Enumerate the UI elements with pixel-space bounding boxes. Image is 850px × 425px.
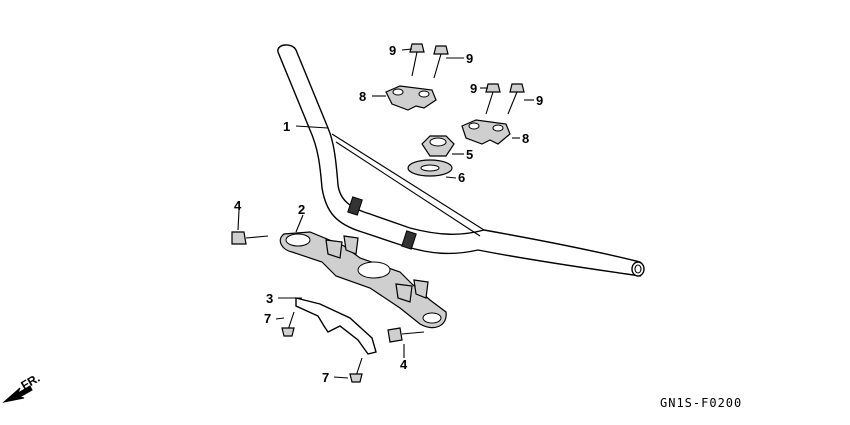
bolt-7-lower	[349, 357, 363, 383]
callout-9-c: 9	[470, 81, 477, 96]
bolt-9-d	[507, 83, 525, 115]
front-direction-arrow-icon	[2, 385, 33, 403]
top-bridge	[279, 231, 447, 329]
upper-clamp-left	[385, 85, 437, 111]
bolt-4-right	[387, 327, 425, 343]
bolt-9-a	[409, 43, 425, 77]
bolt-7-upper	[281, 311, 295, 337]
callout-4-right: 4	[400, 357, 408, 372]
leader-lines	[237, 48, 534, 379]
bolt-9-c	[485, 83, 501, 115]
callout-9-a: 9	[389, 43, 396, 58]
front-direction-label: FR.	[19, 371, 43, 393]
washer	[407, 159, 453, 177]
callout-8-right: 8	[522, 131, 529, 146]
callout-4-left: 4	[234, 198, 242, 213]
callout-6: 6	[458, 170, 465, 185]
upper-clamp-right	[461, 119, 511, 145]
stem-nut	[421, 135, 455, 157]
callout-1: 1	[283, 119, 290, 134]
bolt-9-b	[433, 45, 449, 79]
bolt-4-left	[231, 231, 269, 245]
callout-9-d: 9	[536, 93, 543, 108]
figure-code: GN1S-F0200	[660, 396, 742, 410]
callout-7-lower: 7	[322, 370, 329, 385]
callout-5: 5	[466, 147, 473, 162]
callout-3: 3	[266, 291, 273, 306]
callout-8-left: 8	[359, 89, 366, 104]
handlebar	[277, 44, 645, 277]
callout-9-b: 9	[466, 51, 473, 66]
callout-2: 2	[298, 202, 305, 217]
bracket	[295, 297, 377, 355]
callout-7-upper: 7	[264, 311, 271, 326]
